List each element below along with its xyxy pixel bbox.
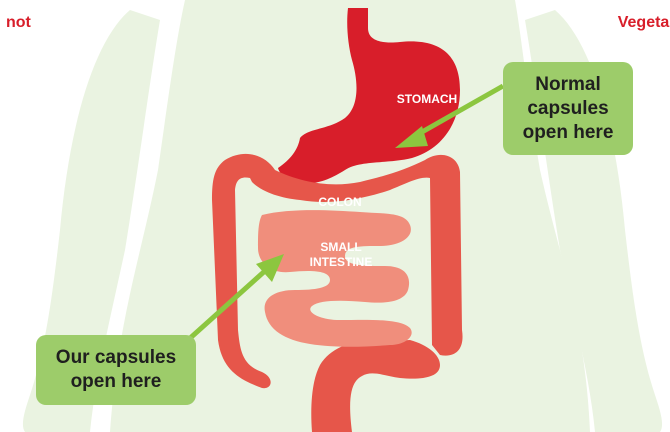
corner-label-left: not (6, 14, 31, 32)
stomach-label: STOMACH (380, 92, 474, 107)
normal-capsules-text: Normal capsules open here (523, 73, 614, 145)
colon-label: COLON (300, 195, 380, 210)
normal-capsules-callout: Normal capsules open here (503, 62, 633, 155)
our-capsules-text: Our capsules open here (56, 346, 176, 394)
our-capsules-callout: Our capsules open here (36, 335, 196, 405)
small-intestine-label: SMALL INTESTINE (296, 240, 386, 270)
corner-label-right: Vegetari (618, 14, 670, 32)
